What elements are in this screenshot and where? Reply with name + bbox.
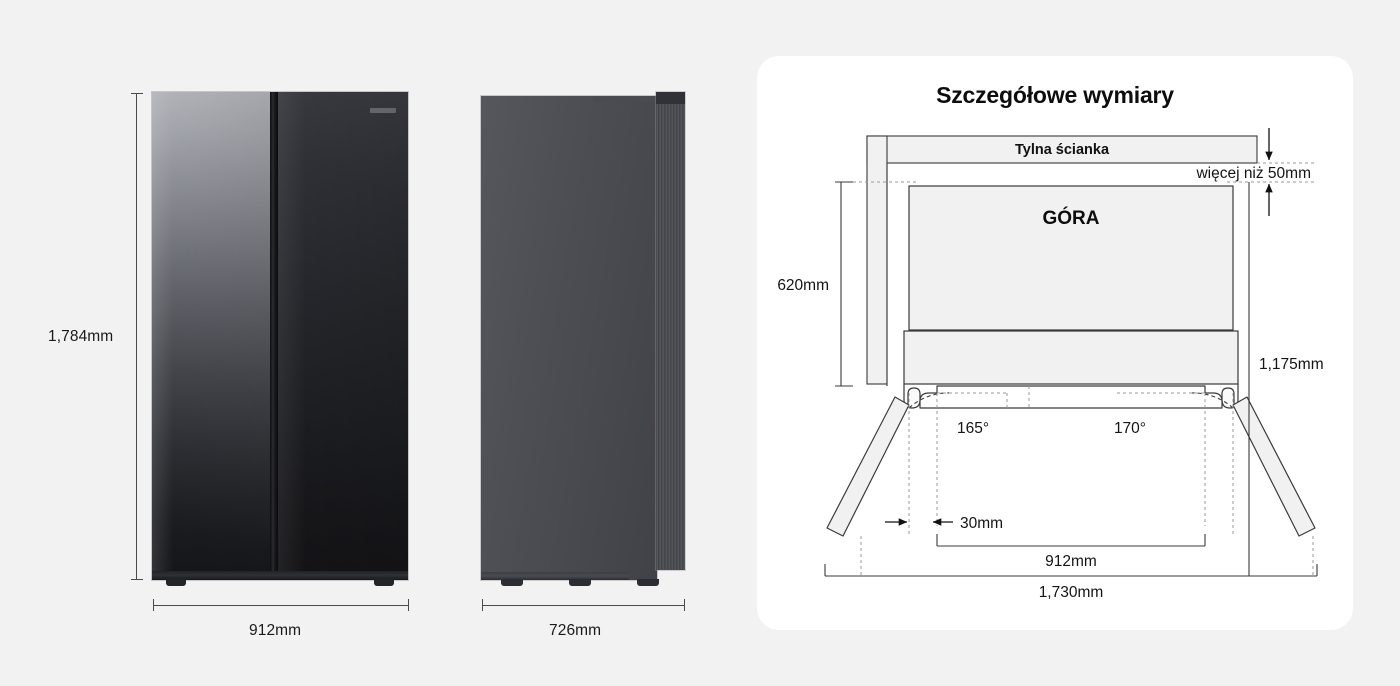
angle-arc-right (1190, 392, 1234, 409)
depth-1175-label: 1,175mm (1259, 356, 1324, 373)
side-depth-tick-right (684, 599, 685, 611)
front-width-tick-left (153, 599, 154, 611)
cabinet-top-label: GÓRA (1043, 207, 1100, 229)
front-height-bracket (136, 93, 137, 579)
width-912-bracket (936, 534, 1206, 547)
side-view-refrigerator (481, 92, 685, 586)
front-height-tick-bottom (131, 579, 143, 580)
front-width-label: 912mm (249, 622, 302, 639)
back-wall-side-rail (866, 135, 888, 385)
open-door-right (1232, 396, 1316, 537)
fridge-body (152, 92, 408, 586)
construction-lines (853, 162, 1317, 576)
depth-620-label: 620mm (777, 277, 829, 294)
side-depth-label: 726mm (549, 622, 602, 639)
back-wall-label: Tylna ścianka (1015, 142, 1110, 158)
depth-620-bracket (835, 181, 853, 387)
fridge-door-left (152, 92, 270, 580)
open-door-left (826, 396, 910, 537)
fridge-door-right (278, 92, 408, 580)
cabinet-top-box (908, 185, 1234, 331)
angle-arc-left (908, 392, 951, 409)
side-depth-bracket (482, 605, 685, 606)
cabinet-interior-outline (919, 385, 1223, 409)
width-1730-label: 1,730mm (1039, 584, 1104, 601)
panel-title: Szczegółowe wymiary (936, 82, 1174, 108)
side-depth-tick-left (482, 599, 483, 611)
angle-label-left: 165° (957, 420, 989, 437)
brand-logo (370, 108, 396, 113)
front-view-refrigerator (152, 92, 408, 586)
clearance-frame (886, 162, 1257, 386)
side-foot-right (637, 579, 659, 586)
fridge-foot-left (166, 579, 186, 586)
side-top-notch (593, 96, 655, 102)
back-wall-band (866, 135, 1258, 164)
side-plinth (481, 572, 629, 580)
width-1730-bracket (824, 564, 1318, 577)
front-width-bracket (153, 605, 409, 606)
clearance-label: więcej niż 50mm (1195, 165, 1311, 182)
cabinet-front-band (903, 330, 1239, 385)
offset-30-label: 30mm (960, 515, 1003, 532)
side-foot-left (501, 579, 523, 586)
width-912-label: 912mm (1045, 553, 1097, 570)
side-body (481, 96, 657, 580)
door-gap (270, 92, 278, 580)
side-door-edge (656, 92, 685, 570)
front-height-tick-top (131, 93, 143, 94)
front-height-label: 1,784mm (48, 328, 114, 345)
side-door-edge-cap (656, 92, 685, 104)
fridge-foot-right (374, 579, 394, 586)
front-width-tick-right (408, 599, 409, 611)
fridge-plinth (152, 571, 408, 580)
angle-label-right: 170° (1114, 420, 1146, 437)
detail-dimensions-panel: Szczegółowe wymiary Tylna ścianka GÓRA (757, 56, 1353, 630)
top-view-diagram: Tylna ścianka GÓRA 165° 170° (777, 128, 1324, 601)
side-foot-mid (569, 579, 591, 586)
